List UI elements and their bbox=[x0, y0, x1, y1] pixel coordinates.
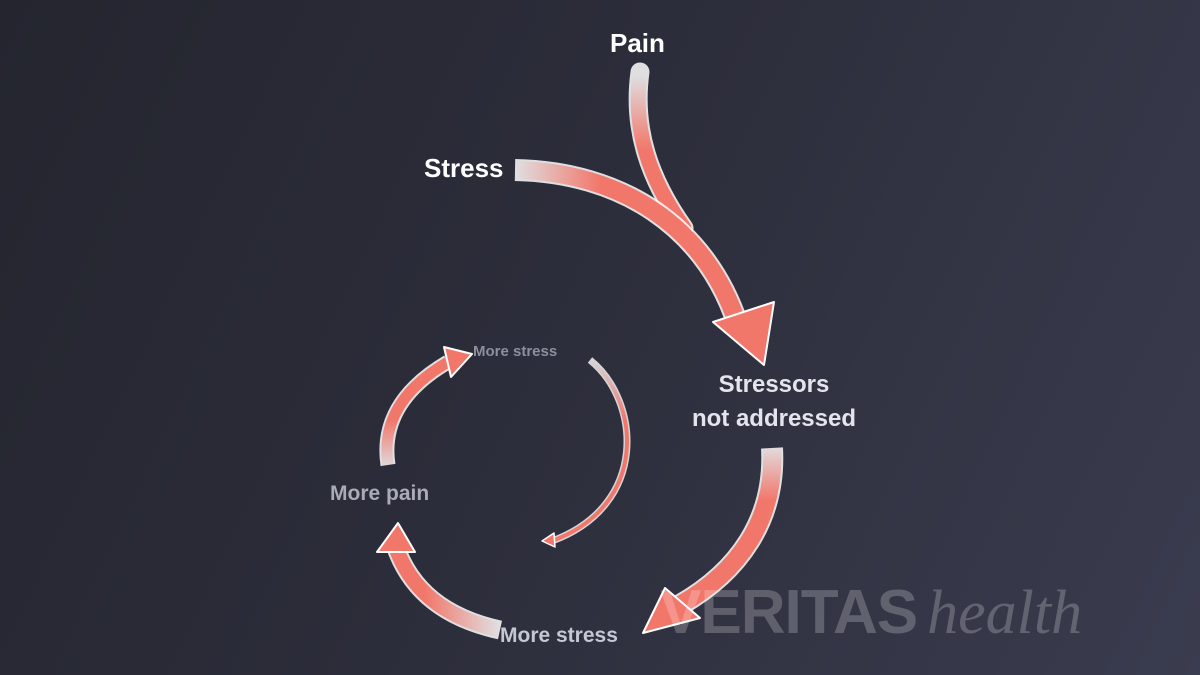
arrow-stressors-to-more-stress bbox=[642, 447, 784, 634]
watermark-sub: health bbox=[927, 579, 1083, 647]
node-more-pain: More pain bbox=[330, 482, 430, 505]
node-stressors-line2: not addressed bbox=[691, 405, 857, 432]
arrow-more-stress-to-more-pain bbox=[376, 522, 503, 640]
arrow-pain-to-stressors bbox=[628, 62, 694, 238]
node-stress: Stress bbox=[424, 153, 504, 183]
node-pain: Pain bbox=[610, 28, 665, 58]
node-stressors-line1: Stressors bbox=[718, 371, 830, 398]
watermark-brand: VERITAS bbox=[660, 578, 918, 647]
arrow-stress-to-stressors bbox=[514, 159, 775, 366]
node-stressors-not-addressed: Stressors not addressed bbox=[679, 368, 869, 436]
arrow-more-pain-to-more-stress-top bbox=[379, 346, 473, 467]
arrow-more-stress-top-spiral bbox=[541, 357, 631, 548]
node-more-stress-top: More stress bbox=[473, 343, 558, 360]
node-more-stress-bottom: More stress bbox=[500, 624, 618, 647]
